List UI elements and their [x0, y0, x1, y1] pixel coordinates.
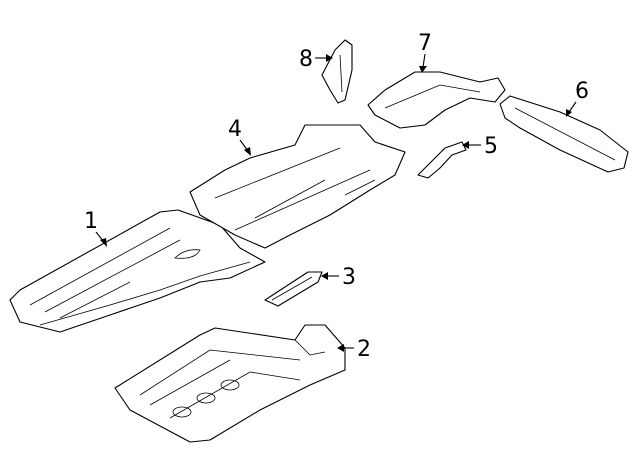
callout-2[interactable]: 2 [337, 337, 371, 362]
callout-label-7: 7 [418, 31, 432, 56]
callout-label-5: 5 [484, 134, 498, 159]
callout-4[interactable]: 4 [228, 117, 251, 156]
callout-label-2: 2 [357, 337, 371, 362]
part-5-bracket [417, 141, 467, 179]
callout-1[interactable]: 1 [84, 209, 107, 247]
callout-6[interactable]: 6 [566, 79, 589, 117]
part-7-shield [367, 71, 506, 129]
callout-label-1: 1 [84, 209, 98, 234]
callout-5[interactable]: 5 [462, 134, 498, 159]
part-4-shield [189, 124, 406, 249]
part-8-bracket [321, 39, 353, 104]
part-1-shield [9, 209, 266, 333]
callout-label-4: 4 [228, 117, 242, 142]
callout-label-3: 3 [342, 265, 356, 290]
callout-label-6: 6 [575, 79, 589, 104]
part-6-shield [499, 95, 629, 173]
part-2-shield [114, 324, 346, 443]
callout-8[interactable]: 8 [299, 47, 333, 72]
callout-3[interactable]: 3 [321, 265, 356, 290]
callout-label-8: 8 [299, 47, 313, 72]
part-3-bracket [264, 271, 323, 307]
callout-7[interactable]: 7 [418, 31, 432, 73]
